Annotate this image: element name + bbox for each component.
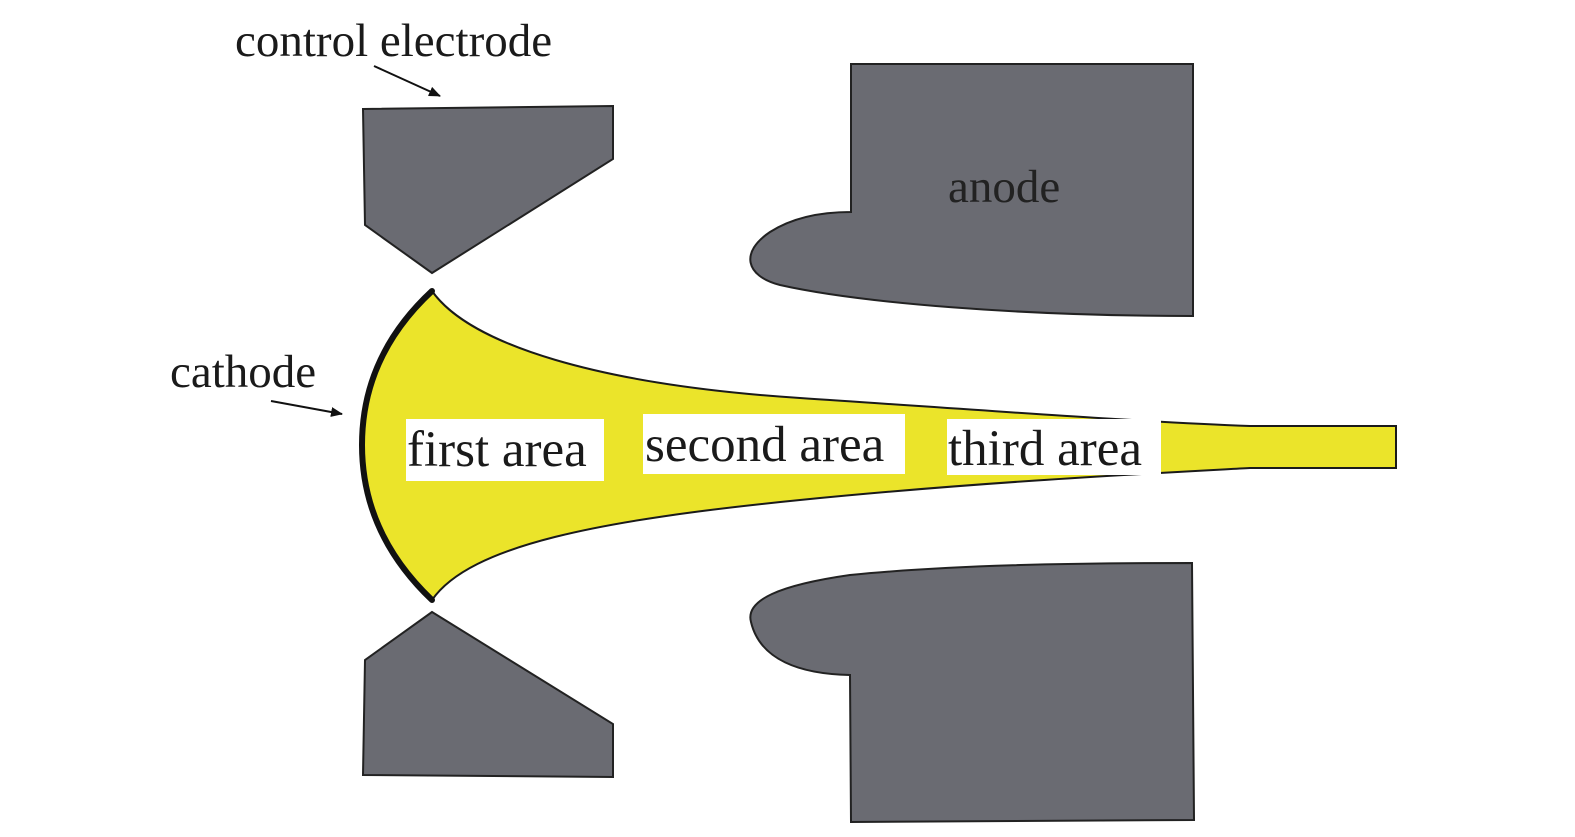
cathode-arrow	[270, 400, 343, 417]
third-area-label: third area	[948, 421, 1142, 477]
second-area-label: second area	[645, 417, 884, 473]
control-electrode-arrow	[373, 65, 441, 97]
cathode-label: cathode	[170, 346, 316, 398]
anode-label: anode	[948, 161, 1060, 213]
control-electrode-label: control electrode	[235, 15, 552, 67]
anode-upper	[749, 63, 1194, 318]
first-area-label: first area	[407, 422, 587, 478]
control-electrode-upper	[361, 104, 614, 275]
anode-lower	[749, 561, 1196, 824]
second-area-label-box	[643, 414, 905, 474]
third-area-label-box	[947, 419, 1161, 475]
cathode-surface	[358, 288, 435, 603]
control-electrode-lower	[361, 610, 614, 779]
first-area-label-box	[406, 419, 604, 481]
